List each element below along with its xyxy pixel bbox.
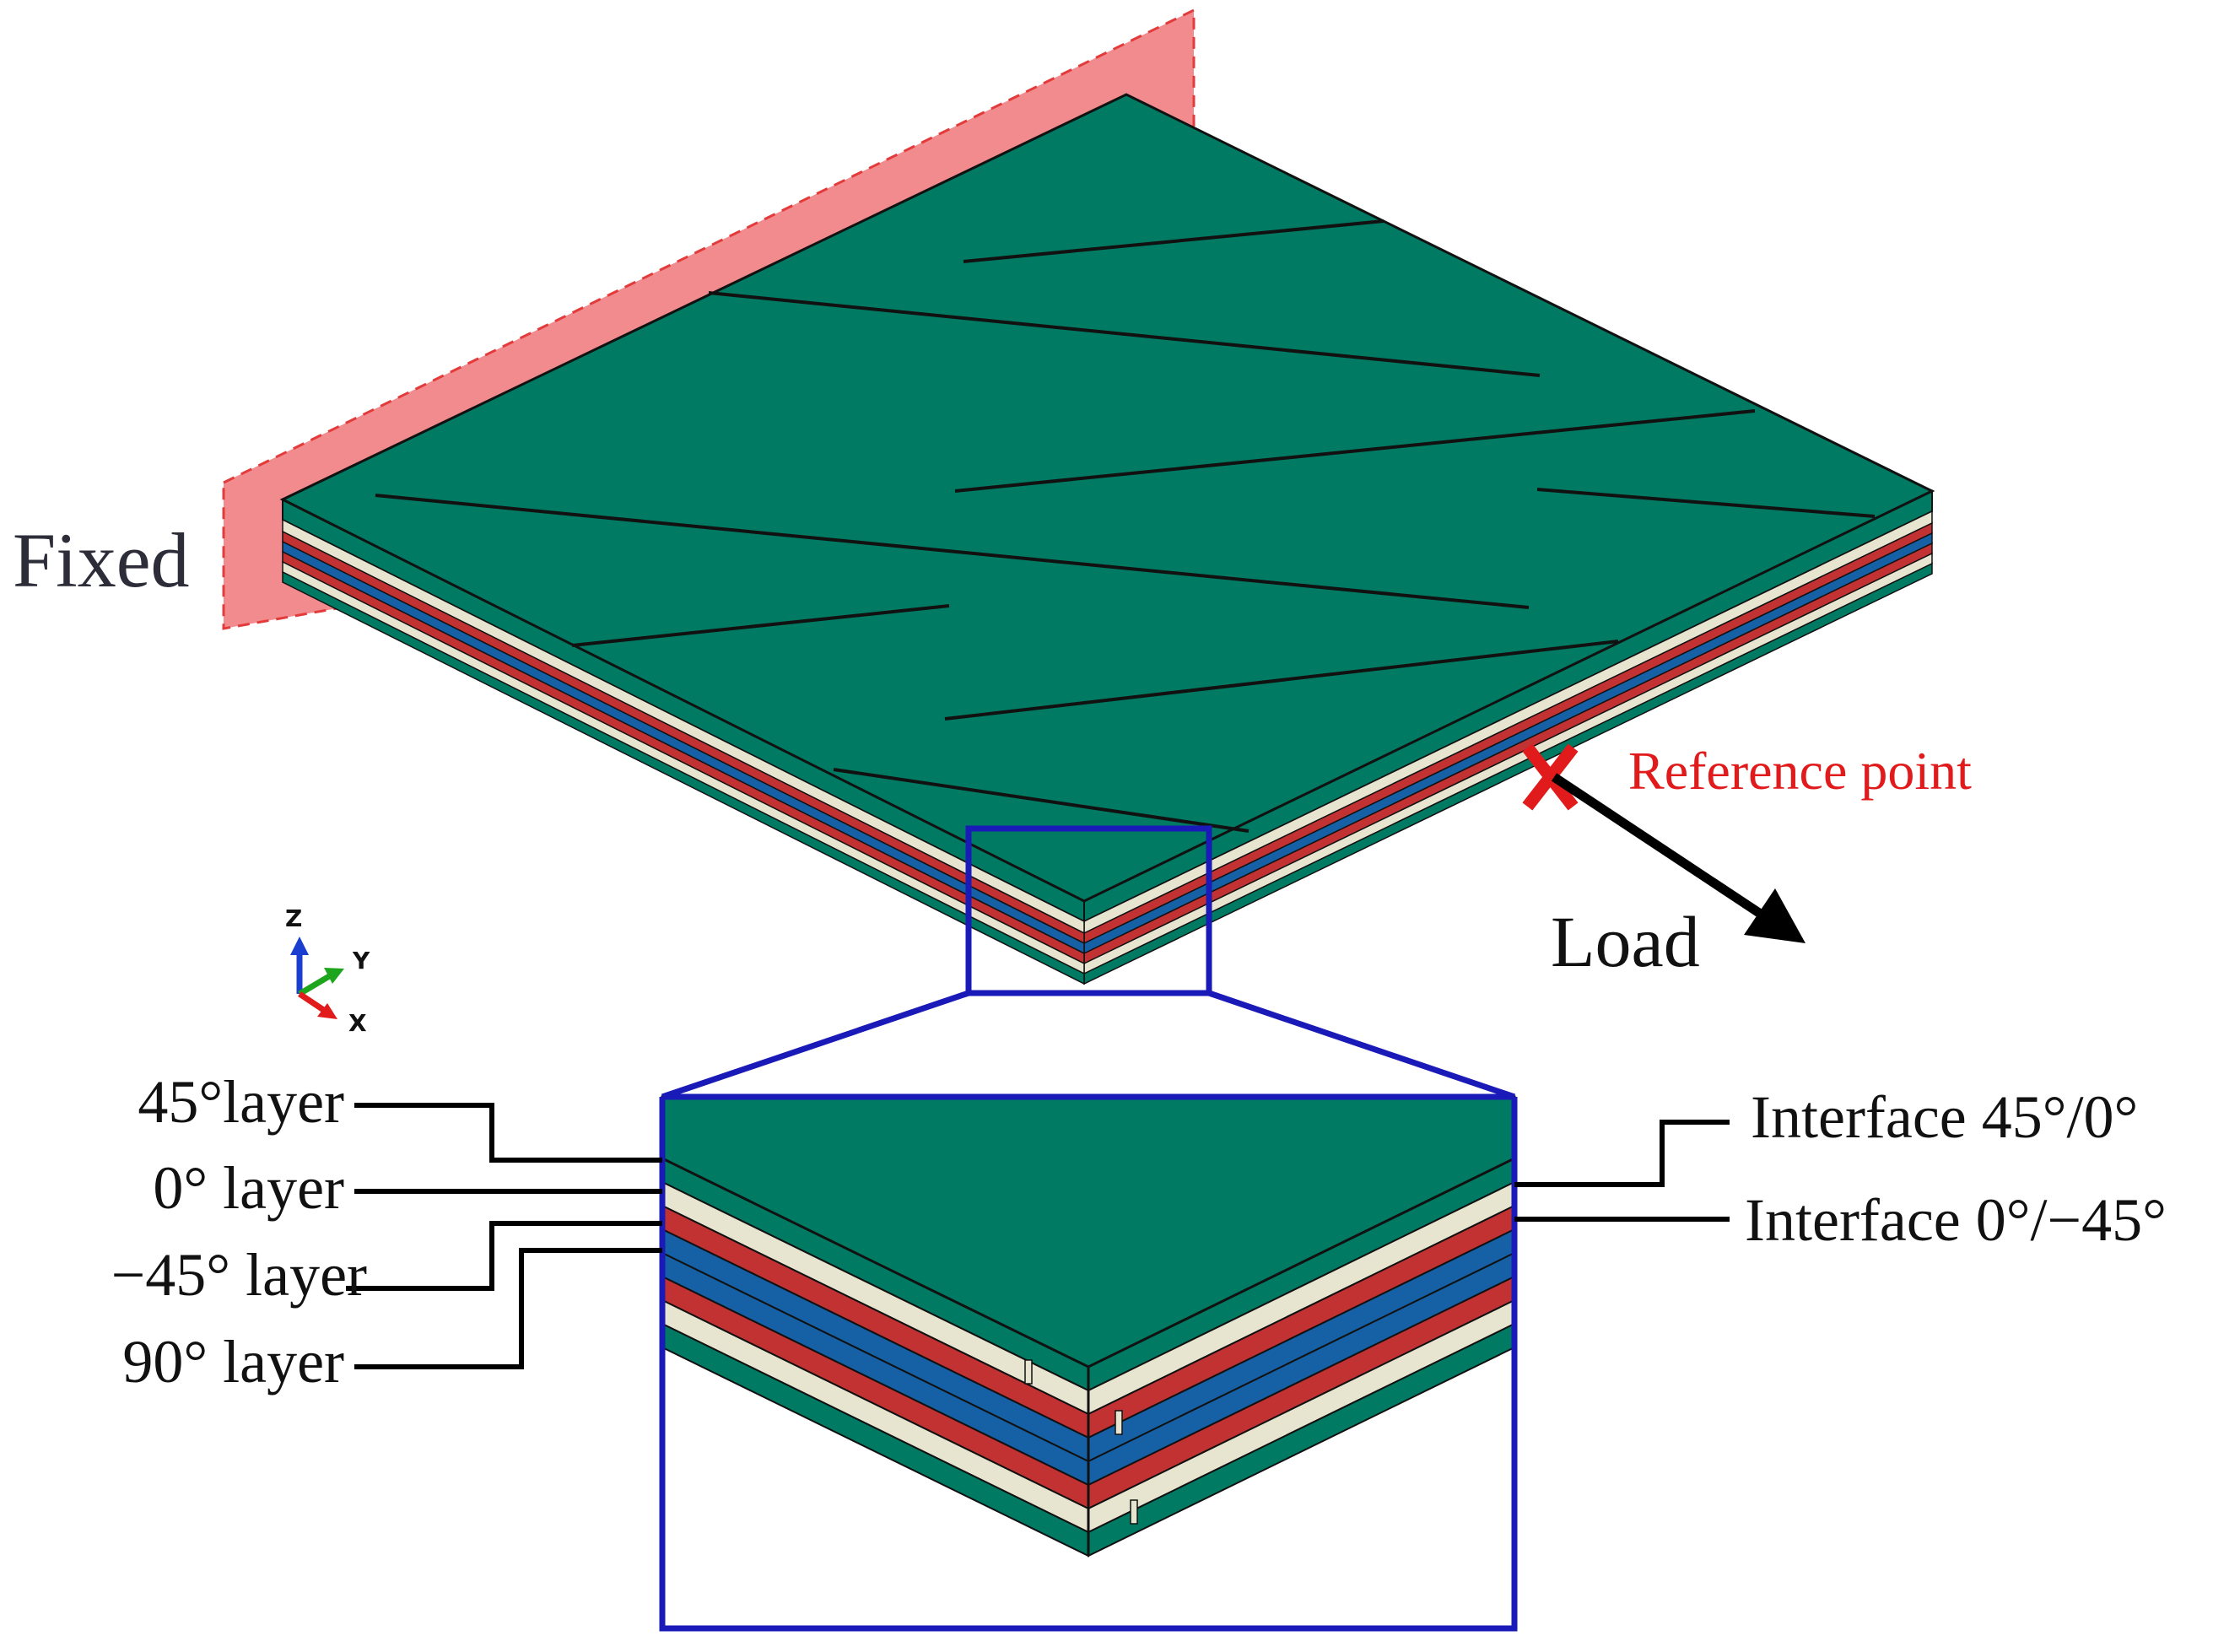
layer-leader-lines bbox=[346, 1103, 1730, 1369]
zoom-detail-frame bbox=[659, 1093, 1518, 1632]
zoom-source-box bbox=[965, 825, 1212, 996]
load-arrow bbox=[1551, 773, 1805, 943]
plate-side-right bbox=[1083, 489, 1933, 985]
x-axis-label: X bbox=[348, 1009, 367, 1037]
reference-point-label: Reference point bbox=[1628, 741, 1972, 801]
z-axis-label: Z bbox=[285, 904, 302, 932]
label-90-layer: 90° layer bbox=[122, 1328, 344, 1396]
y-axis-label: Y bbox=[352, 947, 370, 974]
label-0-layer: 0° layer bbox=[153, 1154, 344, 1222]
label-interface-0-m45: Interface 0°/−45° bbox=[1745, 1186, 2167, 1254]
label-45-layer: 45°layer bbox=[138, 1068, 344, 1136]
fixed-label: Fixed bbox=[13, 517, 190, 603]
reference-point-marker bbox=[1522, 743, 1579, 811]
ply-crack-lines bbox=[375, 219, 1876, 833]
plate-side-left bbox=[282, 498, 1085, 985]
plate-top-face bbox=[279, 93, 1935, 903]
label-interface-45-0: Interface 45°/0° bbox=[1751, 1083, 2138, 1151]
zoomed-laminate bbox=[661, 1095, 1516, 1558]
y-axis-arrow bbox=[298, 972, 332, 997]
label-m45-layer: −45° layer bbox=[111, 1241, 367, 1309]
coordinate-triad: Z Y X bbox=[285, 904, 370, 1037]
zoom-callout bbox=[661, 825, 1516, 1100]
x-axis-arrow bbox=[298, 991, 327, 1013]
load-label: Load bbox=[1551, 901, 1700, 982]
